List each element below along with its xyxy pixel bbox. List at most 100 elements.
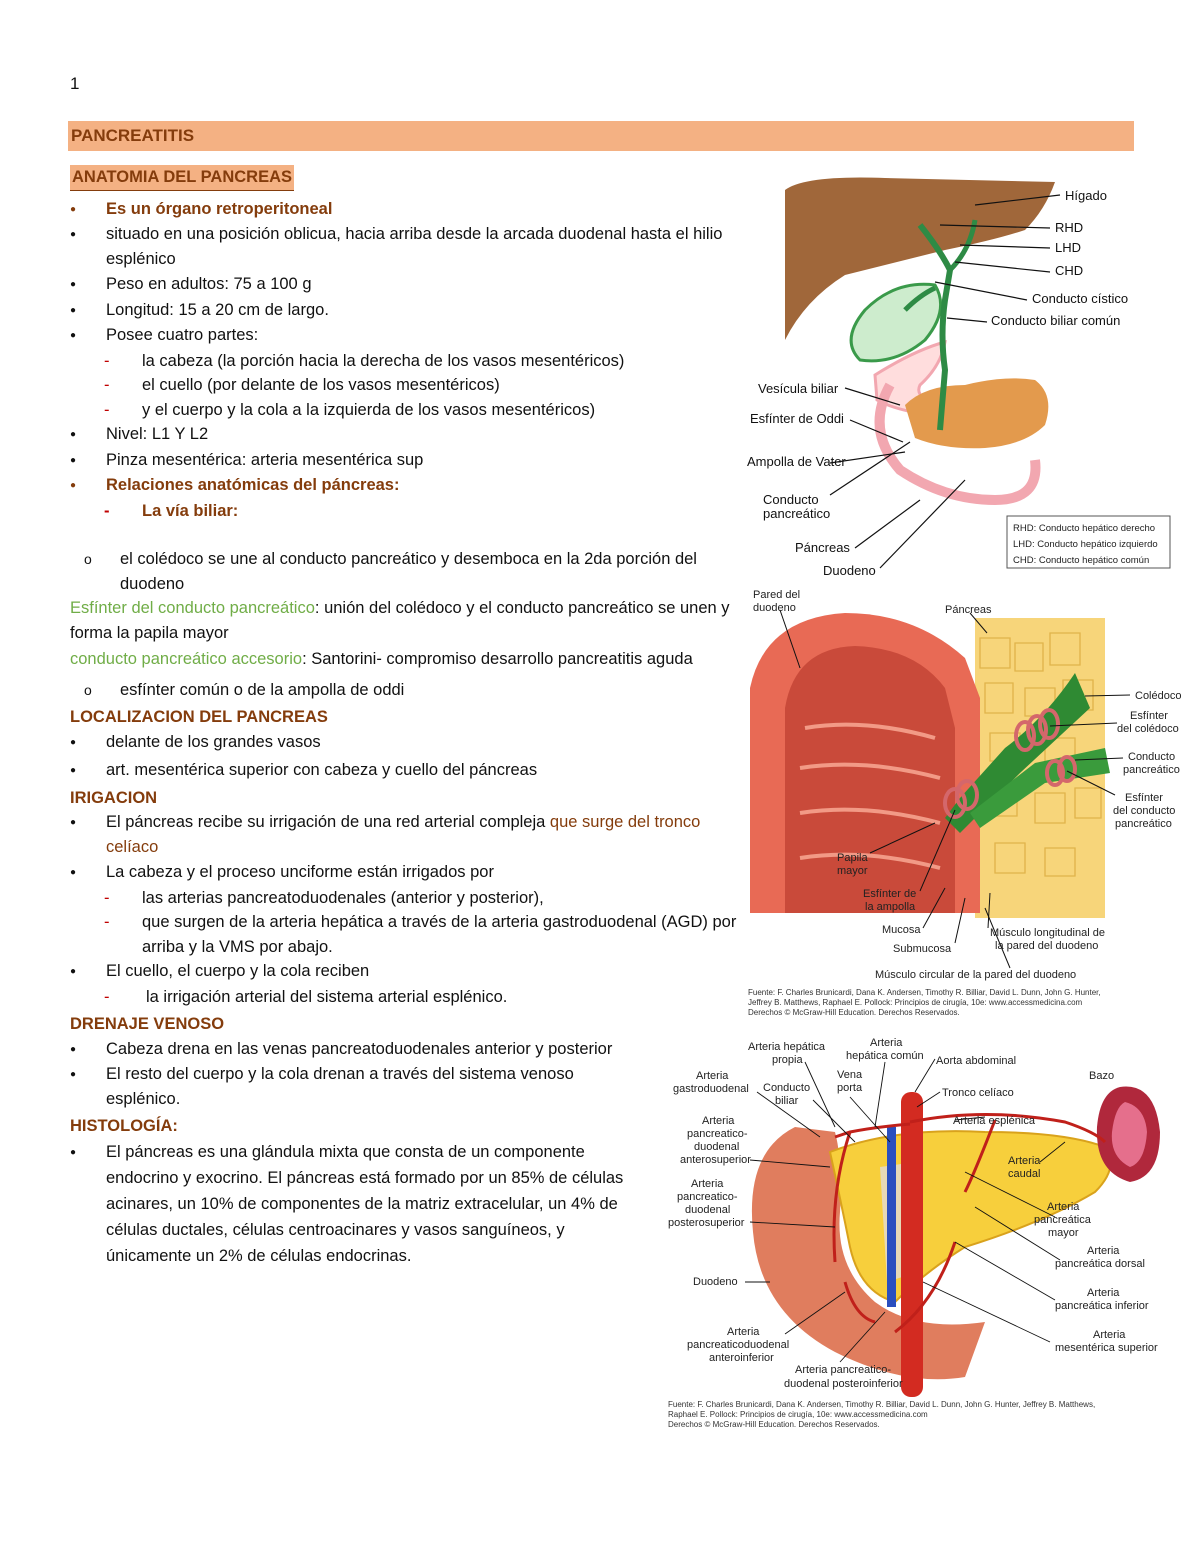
label-ams1: Arteria bbox=[1093, 1329, 1126, 1341]
loc-item: delante de los grandes vasos bbox=[70, 730, 750, 754]
label-ahc1: Arteria bbox=[870, 1037, 903, 1049]
label-cb2: biliar bbox=[775, 1095, 799, 1107]
dash-via-biliar: La vía biliar: bbox=[70, 499, 750, 524]
label-vesicula: Vesícula biliar bbox=[758, 381, 839, 396]
dash-cuello: el cuello (por delante de los vasos mese… bbox=[70, 373, 750, 398]
label-ahp2: propia bbox=[772, 1054, 803, 1066]
duodenal-lumen bbox=[785, 646, 955, 913]
label-apdas2: pancreatico- bbox=[687, 1128, 748, 1140]
label-conducto2: pancreático bbox=[763, 506, 830, 521]
drenaje-item: Cabeza drena en las venas pancreatoduode… bbox=[70, 1037, 630, 1061]
fig3-source-line: Fuente: F. Charles Brunicardi, Dana K. A… bbox=[668, 1400, 1096, 1409]
label-esfcp2: del conducto bbox=[1113, 805, 1175, 817]
label-ams2: mesentérica superior bbox=[1055, 1342, 1158, 1354]
dash-cabeza: la cabeza (la porción hacia la derecha d… bbox=[70, 349, 750, 374]
label-apd1: Arteria bbox=[1087, 1245, 1120, 1257]
label-esplenica: Arteria esplénica bbox=[953, 1115, 1036, 1127]
bullet-peso: Peso en adultos: 75 a 100 g bbox=[70, 272, 750, 297]
label-apdps2: pancreatico- bbox=[677, 1191, 738, 1203]
irr-dash-arterias: las arterias pancreatoduodenales (anteri… bbox=[70, 886, 750, 911]
fig2-source-line: Fuente: F. Charles Brunicardi, Dana K. A… bbox=[748, 988, 1101, 997]
legend-box bbox=[1006, 515, 1171, 569]
histologia-list: El páncreas es una glándula mixta que co… bbox=[70, 1139, 640, 1269]
label-pared1: Pared del bbox=[753, 589, 800, 601]
label-bazo: Bazo bbox=[1089, 1070, 1114, 1082]
anatomia-list: Es un órgano retroperitoneal situado en … bbox=[70, 197, 750, 524]
cystic-path bbox=[903, 285, 937, 312]
loc-item: art. mesentérica superior con cabeza y c… bbox=[70, 758, 750, 783]
label-api2: pancreática inferior bbox=[1055, 1300, 1149, 1312]
legend-lhd: LHD: Conducto hepático izquierdo bbox=[1013, 539, 1158, 550]
label-cp2: pancreático bbox=[1123, 764, 1180, 776]
figure-duodenal-wall: Pared del duodeno Páncreas Colédoco Esfí… bbox=[745, 588, 1190, 983]
irr-cabeza: La cabeza y el proceso unciforme están i… bbox=[70, 860, 750, 885]
esfinter-label: Esfínter del conducto pancreático bbox=[70, 599, 315, 617]
label-agd1: Arteria bbox=[696, 1070, 729, 1082]
label-apm2: pancreática bbox=[1034, 1214, 1092, 1226]
bullet-relaciones: Relaciones anatómicas del páncreas: bbox=[70, 473, 750, 498]
drenaje-item: El resto del cuerpo y la cola drenan a t… bbox=[70, 1062, 630, 1111]
bile-duct-path bbox=[917, 223, 954, 431]
label-papila1: Papila bbox=[837, 852, 868, 864]
fig2-source-line: Derechos © McGraw-Hill Education. Derech… bbox=[748, 1008, 960, 1017]
irr-cuello: El cuello, el cuerpo y la cola reciben bbox=[70, 959, 750, 984]
label-tronco: Tronco celíaco bbox=[942, 1087, 1014, 1099]
label-amp1: Esfínter de bbox=[863, 888, 916, 900]
label-long2: la pared del duodeno bbox=[995, 940, 1098, 952]
duodenum-curve bbox=[874, 382, 1041, 506]
gallbladder-shape bbox=[849, 282, 943, 363]
label-submucosa: Submucosa bbox=[893, 943, 952, 955]
label-apdpi1: Arteria pancreatico- bbox=[795, 1364, 891, 1376]
label-vp1: Vena bbox=[837, 1069, 863, 1081]
label-lhd: LHD bbox=[1055, 240, 1081, 255]
bullet-nivel: Nivel: L1 Y L2 bbox=[70, 422, 750, 447]
bullet-pinza: Pinza mesentérica: arteria mesentérica s… bbox=[70, 448, 750, 472]
label-pancreas: Páncreas bbox=[945, 604, 992, 616]
bullet-posicion: situado en una posición oblicua, hacia a… bbox=[70, 222, 750, 271]
label-duodeno: Duodeno bbox=[693, 1276, 738, 1288]
label-agd2: gastroduodenal bbox=[673, 1083, 749, 1095]
label-coledoco: Colédoco bbox=[1135, 690, 1181, 702]
label-caudal1: Arteria bbox=[1008, 1155, 1041, 1167]
label-conducto1: Conducto bbox=[763, 492, 819, 507]
label-caudal2: caudal bbox=[1008, 1168, 1040, 1180]
spleen-inner bbox=[1111, 1102, 1147, 1167]
label-apdps1: Arteria bbox=[691, 1178, 724, 1190]
label-apd2: pancreática dorsal bbox=[1055, 1258, 1145, 1270]
label-amp2: la ampolla bbox=[865, 901, 916, 913]
label-cp1: Conducto bbox=[1128, 751, 1175, 763]
label-apdai2: pancreaticoduodenal bbox=[687, 1339, 789, 1351]
localizacion-list: delante de los grandes vasos art. mesent… bbox=[70, 730, 750, 783]
irr-dash-esplenico: la irrigación arterial del sistema arter… bbox=[70, 985, 750, 1010]
label-apm3: mayor bbox=[1048, 1227, 1079, 1239]
duodenum-diagram: Pared del duodeno Páncreas Colédoco Esfí… bbox=[750, 589, 1181, 981]
label-esfcol2: del colédoco bbox=[1117, 723, 1179, 735]
histologia-text: El páncreas es una glándula mixta que co… bbox=[70, 1139, 640, 1269]
label-apdai3: anteroinferior bbox=[709, 1352, 774, 1364]
label-api1: Arteria bbox=[1087, 1287, 1120, 1299]
legend-chd: CHD: Conducto hepático común bbox=[1013, 555, 1149, 566]
esfinter-paragraph: Esfínter del conducto pancreático: unión… bbox=[70, 596, 750, 645]
label-duodeno: Duodeno bbox=[823, 563, 876, 578]
fig2-leader-lines bbox=[779, 609, 1131, 969]
page-number: 1 bbox=[70, 74, 80, 93]
heading-histologia: HISTOLOGÍA: bbox=[70, 1117, 178, 1135]
label-chd: CHD bbox=[1055, 263, 1083, 278]
fig3-source-line: Raphael E. Pollock: Principios de cirugí… bbox=[668, 1410, 928, 1419]
label-mucosa: Mucosa bbox=[882, 924, 921, 936]
label-esfcol1: Esfínter bbox=[1130, 710, 1168, 722]
bullet-retroperitoneal: Es un órgano retroperitoneal bbox=[70, 197, 750, 221]
label-apm1: Arteria bbox=[1047, 1201, 1080, 1213]
fig1-leader-lines bbox=[829, 194, 1061, 569]
label-oddi: Esfínter de Oddi bbox=[750, 411, 844, 426]
bullet-longitud: Longitud: 15 a 20 cm de largo. bbox=[70, 298, 750, 322]
heading-anatomia: ANATOMIA DEL PANCREAS bbox=[70, 165, 295, 191]
accesorio-paragraph: conducto pancreático accesorio: Santorin… bbox=[70, 647, 750, 672]
irr-dash-agd: que surgen de la arteria hepática a trav… bbox=[70, 910, 750, 959]
sub-esfinter-comun: esfínter común o de la ampolla de oddi bbox=[70, 678, 750, 703]
fig3-leader-lines bbox=[745, 1058, 1066, 1363]
sphincter-rings bbox=[943, 708, 1077, 819]
esfinter-text: : unión del colédoco y el conducto pancr… bbox=[70, 599, 730, 642]
label-apdpi2: duodenal posteroinferior bbox=[784, 1378, 903, 1390]
biliary-diagram: Hígado RHD LHD CHD Conducto cístico Cond… bbox=[747, 177, 1171, 578]
